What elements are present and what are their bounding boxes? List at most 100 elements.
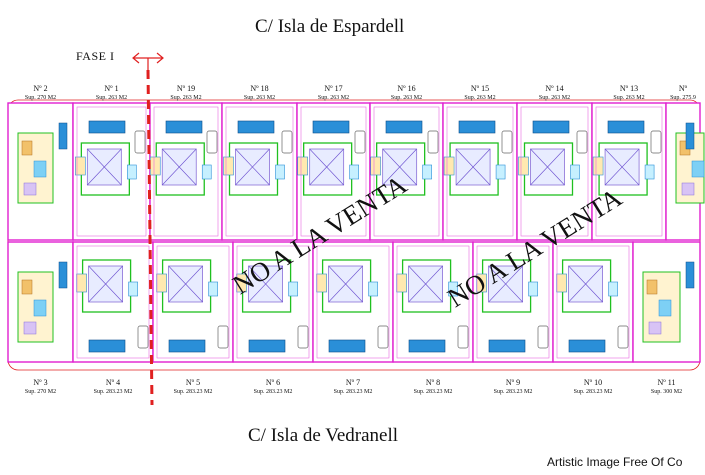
parked-car-icon bbox=[501, 130, 513, 154]
plot-number: Nº 7 bbox=[346, 378, 360, 387]
room-block bbox=[23, 182, 37, 196]
parked-car-icon bbox=[206, 130, 218, 154]
parked-car-icon bbox=[377, 325, 389, 349]
pool-shape bbox=[312, 120, 350, 134]
plot-number: Nº 18 bbox=[250, 84, 268, 93]
room-block bbox=[21, 279, 33, 295]
bathroom-block bbox=[223, 156, 234, 176]
room-block bbox=[681, 182, 695, 196]
garden-outline bbox=[476, 245, 550, 359]
street-name-bottom: C/ Isla de Vedranell bbox=[248, 425, 399, 446]
garden-outline bbox=[153, 106, 219, 237]
plot-2[interactable] bbox=[72, 102, 151, 241]
plot-number: Nº 14 bbox=[545, 84, 563, 93]
garden-outline bbox=[373, 106, 440, 237]
room-block bbox=[33, 299, 47, 317]
terrace-block bbox=[608, 281, 618, 297]
plot-number: Nº 15 bbox=[471, 84, 489, 93]
plot-5[interactable] bbox=[312, 241, 394, 363]
plot-number: Nº 1 bbox=[104, 84, 118, 93]
plot-5[interactable] bbox=[296, 102, 371, 241]
stair-mark bbox=[604, 148, 640, 186]
bathroom-block bbox=[370, 156, 381, 176]
terrace-block bbox=[349, 164, 359, 180]
plot-area: Sup. 300 M2 bbox=[651, 389, 682, 395]
parked-car-icon bbox=[576, 130, 588, 154]
pool-shape bbox=[385, 120, 423, 134]
garden-outline bbox=[556, 245, 630, 359]
stair-mark bbox=[87, 148, 122, 186]
terrace-block bbox=[275, 164, 285, 180]
plot-10[interactable] bbox=[665, 102, 705, 241]
garden-outline bbox=[300, 106, 367, 237]
terrace-block bbox=[127, 164, 137, 180]
parked-car-icon bbox=[537, 325, 549, 349]
plot-1[interactable] bbox=[7, 241, 74, 363]
plot-4[interactable] bbox=[221, 102, 298, 241]
pool-shape bbox=[685, 122, 695, 150]
stair-mark bbox=[455, 148, 491, 186]
plot-number: Nº bbox=[679, 84, 688, 93]
terrace-block bbox=[368, 281, 378, 297]
stair-mark bbox=[568, 265, 603, 303]
pool-shape bbox=[328, 339, 366, 353]
plot-9[interactable] bbox=[632, 241, 701, 363]
stair-mark bbox=[530, 148, 565, 186]
plot-1[interactable] bbox=[7, 102, 74, 241]
phase-label: FASE I bbox=[76, 49, 115, 63]
plot-area: Sup. 270 M2 bbox=[25, 389, 56, 395]
plot-3[interactable] bbox=[149, 102, 223, 241]
pool-shape bbox=[237, 120, 275, 134]
parked-car-icon bbox=[137, 325, 149, 349]
plot-area: Sup. 263 M2 bbox=[391, 95, 422, 101]
footer-note: Artistic Image Free Of Co bbox=[547, 455, 683, 469]
stair-mark bbox=[328, 265, 363, 303]
plot-area: Sup. 283.23 M2 bbox=[94, 389, 133, 395]
plot-number: Nº 4 bbox=[106, 378, 120, 387]
stair-mark bbox=[235, 148, 270, 186]
plot-3[interactable] bbox=[152, 241, 234, 363]
terrace-block bbox=[128, 281, 138, 297]
plot-6[interactable] bbox=[392, 241, 474, 363]
pool-shape bbox=[685, 261, 695, 289]
bathroom-block bbox=[297, 156, 308, 176]
plot-7[interactable] bbox=[472, 241, 554, 363]
pool-shape bbox=[607, 120, 645, 134]
plot-8[interactable] bbox=[516, 102, 593, 241]
bathroom-block bbox=[556, 273, 567, 293]
stair-mark bbox=[88, 265, 123, 303]
pool-shape bbox=[58, 261, 68, 289]
terrace-block bbox=[208, 281, 218, 297]
garden-outline bbox=[446, 106, 514, 237]
bathroom-block bbox=[443, 156, 455, 176]
plot-area: Sup. 270 M2 bbox=[25, 95, 56, 101]
stair-mark bbox=[248, 265, 283, 303]
plot-7[interactable] bbox=[442, 102, 518, 241]
plot-number: Nº 9 bbox=[506, 378, 520, 387]
parked-car-icon bbox=[617, 325, 629, 349]
pool-shape bbox=[88, 120, 126, 134]
room-block bbox=[691, 160, 705, 178]
plot-area: Sup. 283.23 M2 bbox=[174, 389, 213, 395]
plot-area: Sup. 263 M2 bbox=[318, 95, 349, 101]
plot-4[interactable] bbox=[232, 241, 314, 363]
plot-area: Sup. 275.9 bbox=[670, 95, 696, 101]
plot-area: Sup. 283.23 M2 bbox=[414, 389, 453, 395]
plot-6[interactable] bbox=[369, 102, 444, 241]
plot-9[interactable] bbox=[591, 102, 667, 241]
bathroom-block bbox=[75, 156, 86, 176]
room-block bbox=[646, 279, 658, 295]
plot-number: Nº 19 bbox=[177, 84, 195, 93]
garden-outline bbox=[595, 106, 663, 237]
plot-2[interactable] bbox=[72, 241, 154, 363]
plot-number: Nº 13 bbox=[620, 84, 638, 93]
pool-shape bbox=[168, 339, 206, 353]
plot-area: Sup. 263 M2 bbox=[539, 95, 570, 101]
pool-shape bbox=[532, 120, 570, 134]
terrace-block bbox=[422, 164, 432, 180]
stair-mark bbox=[309, 148, 344, 186]
garden-outline bbox=[316, 245, 390, 359]
plot-8[interactable] bbox=[552, 241, 634, 363]
stair-mark bbox=[162, 148, 197, 186]
